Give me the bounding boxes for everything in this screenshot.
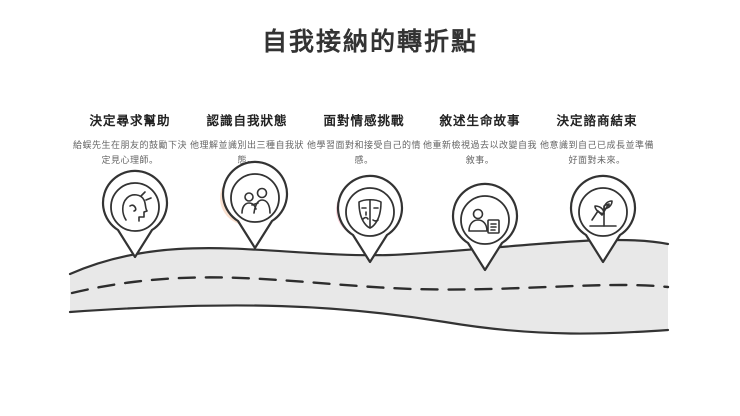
step-title: 決定尋求幫助 bbox=[89, 113, 171, 128]
step-3-marker bbox=[336, 174, 404, 264]
step-description: 他學習面對和接受自己的情感。 bbox=[306, 141, 421, 166]
step-2: 認識自我狀態 他理解並識別出三種自我狀態。 bbox=[189, 110, 305, 169]
page-title: 自我接納的轉折點 bbox=[261, 27, 478, 56]
step-4-marker bbox=[451, 182, 519, 272]
head-help-icon bbox=[121, 191, 152, 222]
people-support-icon bbox=[241, 187, 271, 214]
step-description: 他理解並識別出三種自我狀態。 bbox=[189, 141, 304, 166]
step-description: 他重新檢視過去以改變自我敘事。 bbox=[422, 141, 537, 166]
step-title: 敘述生命故事 bbox=[439, 113, 521, 128]
step-title: 認識自我狀態 bbox=[206, 113, 288, 128]
road-bottom-edge bbox=[68, 304, 670, 335]
step-1: 決定尋求幫助 給蜈先生在朋友的鼓勵下決定見心理師。 bbox=[72, 110, 188, 169]
step-title: 面對情感挑戰 bbox=[323, 113, 405, 128]
step-3: 面對情感挑戰 他學習面對和接受自己的情感。 bbox=[306, 110, 422, 169]
step-title: 決定諮商結束 bbox=[556, 113, 638, 128]
road-center-line bbox=[70, 276, 670, 295]
step-2-marker bbox=[220, 160, 289, 250]
step-4: 敘述生命故事 他重新檢視過去以改變自我敘事。 bbox=[422, 110, 538, 169]
step-description: 給蜈先生在朋友的鼓勵下決定見心理師。 bbox=[72, 141, 187, 166]
emotion-mask-icon bbox=[358, 198, 382, 229]
growth-plant-icon bbox=[589, 200, 617, 227]
person-document-icon bbox=[468, 208, 500, 234]
step-5-marker bbox=[569, 174, 637, 264]
step-5: 決定諮商結束 他意識到自己已成長並準備好面對未來。 bbox=[539, 110, 655, 169]
step-description: 他意識到自己已成長並準備好面對未來。 bbox=[539, 141, 654, 166]
step-1-marker bbox=[101, 169, 169, 259]
